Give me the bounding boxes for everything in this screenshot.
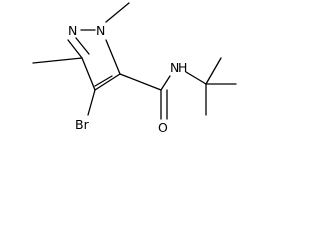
bond-tbutyl-methyl-up (205, 57, 222, 85)
bond-c5-c4-double (94, 75, 113, 87)
atom-label-amide-hydrogen: H (178, 60, 187, 75)
bond-c4-c3 (81, 57, 96, 91)
chemical-structure: N N N H O Br (32, 2, 237, 135)
bond-c4-br (87, 89, 96, 116)
bond-c5-carbonyl (119, 73, 162, 91)
bond-c5-c4 (94, 73, 121, 91)
atom-label-n1: N (96, 23, 105, 38)
atom-label-n2: N (68, 23, 77, 38)
bond-c3-methyl (32, 57, 83, 64)
atom-label-bromine: Br (75, 117, 90, 132)
atom-label-amide-nitrogen: N (170, 60, 179, 75)
bond-n1-c5 (105, 39, 121, 75)
bond-n1-methyl (105, 2, 130, 23)
bond-n-tbutyl (185, 71, 207, 85)
bond-c3-n2-double (75, 37, 90, 55)
atom-label-oxygen: O (158, 120, 168, 135)
bond-c3-n2 (67, 39, 83, 59)
bond-carbonyl-n (160, 75, 171, 91)
